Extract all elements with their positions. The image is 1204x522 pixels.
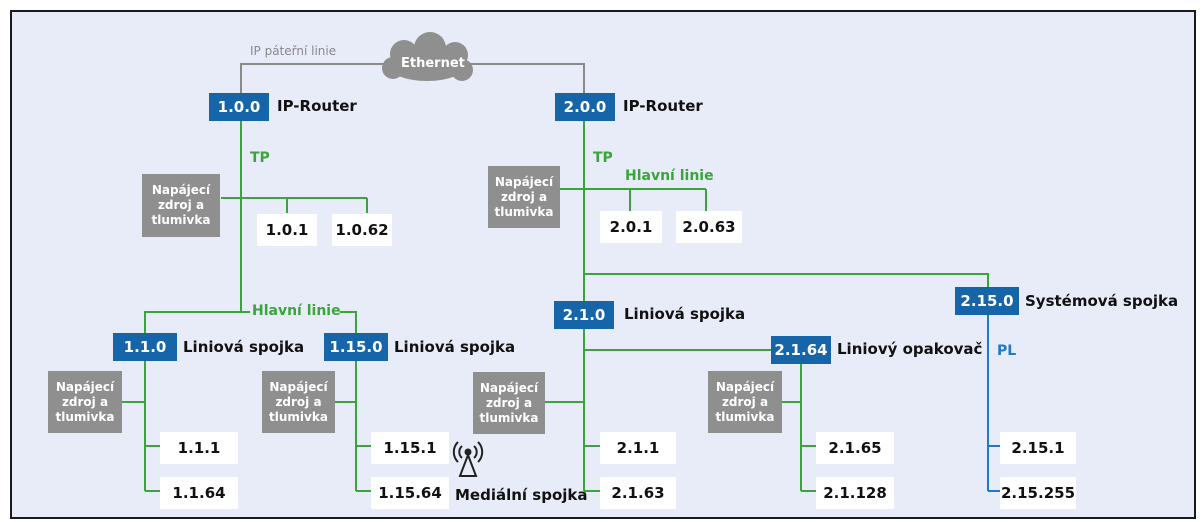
line-coupler-node: 2.1.0 <box>554 301 614 329</box>
device-leaf: 2.0.1 <box>600 211 662 243</box>
device-leaf: 1.1.64 <box>160 477 238 509</box>
medium-label-tp-left: TP <box>250 150 270 166</box>
line-repeater-node: 2.1.64 <box>771 336 831 364</box>
device-leaf: 1.0.1 <box>257 214 317 246</box>
router-label-right: IP-Router <box>623 97 703 115</box>
device-leaf: 2.0.63 <box>676 211 742 243</box>
device-leaf: 2.1.65 <box>816 432 894 464</box>
line-coupler-label: Liniová spojka <box>394 338 516 356</box>
device-leaf: 2.1.1 <box>600 432 676 464</box>
power-supply-box: Napájecí zdroj a tlumivka <box>142 174 220 237</box>
device-leaf: 2.1.128 <box>816 477 894 509</box>
medium-label-pl: PL <box>997 343 1017 359</box>
power-supply-box: Napájecí zdroj a tlumivka <box>473 372 545 434</box>
system-coupler-node: 2.15.0 <box>955 287 1019 315</box>
device-leaf: 1.15.1 <box>371 432 449 464</box>
power-supply-box: Napájecí zdroj a tlumivka <box>48 371 122 433</box>
device-leaf: 1.0.62 <box>332 214 392 246</box>
medium-label-tp-right: TP <box>593 150 613 166</box>
device-leaf: 1.15.64 <box>371 477 449 509</box>
main-line-label-left: Hlavní linie <box>252 303 341 319</box>
line-coupler-node: 1.1.0 <box>113 333 177 361</box>
device-leaf: 2.15.1 <box>1000 432 1076 464</box>
line-repeater-label: Liniový opakovač <box>837 340 983 358</box>
router-node-1-0-0: 1.0.0 <box>209 93 269 121</box>
power-supply-box: Napájecí zdroj a tlumivka <box>708 371 782 433</box>
power-supply-box: Napájecí zdroj a tlumivka <box>262 371 335 433</box>
system-coupler-label: Systémová spojka <box>1025 292 1179 310</box>
router-label-left: IP-Router <box>277 97 357 115</box>
main-line-label-right: Hlavní linie <box>625 168 714 184</box>
media-coupler-label: Mediální spojka <box>455 486 588 504</box>
ethernet-label: Ethernet <box>401 56 465 71</box>
power-supply-box: Napájecí zdroj a tlumivka <box>488 166 560 228</box>
backbone-label: IP páteřní linie <box>250 44 337 58</box>
line-coupler-label: Liniová spojka <box>183 338 305 356</box>
device-leaf: 2.1.63 <box>600 477 676 509</box>
router-node-2-0-0: 2.0.0 <box>555 93 615 121</box>
line-coupler-label: Liniová spojka <box>624 305 746 323</box>
line-coupler-node: 1.15.0 <box>324 333 388 361</box>
device-leaf: 1.1.1 <box>160 432 238 464</box>
device-leaf: 2.15.255 <box>1000 477 1076 509</box>
